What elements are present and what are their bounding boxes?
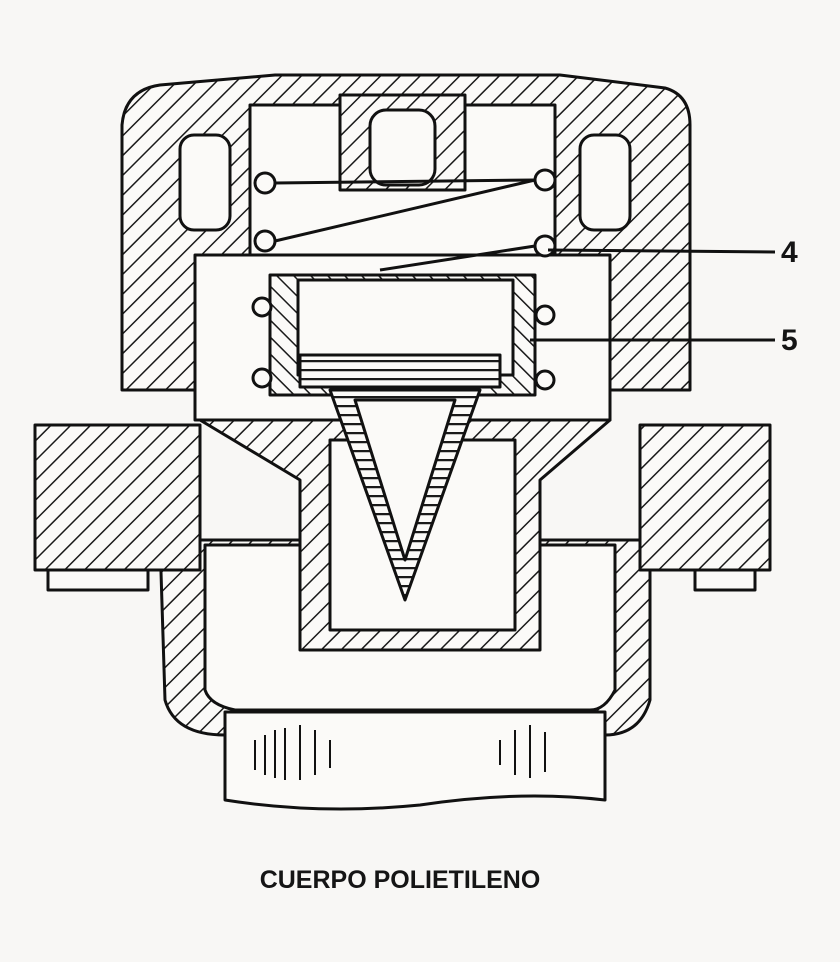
left-pin [178, 133, 232, 232]
cone-inner [353, 398, 457, 562]
right-nut [693, 568, 757, 592]
leader-line-4 [547, 248, 776, 254]
diagram-caption: CUERPO POLIETILENO [259, 866, 541, 894]
cylinder-shading [254, 725, 546, 780]
right-pin [578, 133, 632, 232]
center-boss-hole [368, 108, 437, 187]
right-flange [638, 423, 772, 572]
callout-5: 5 [781, 324, 798, 357]
callout-4: 4 [781, 236, 798, 269]
spring [251, 168, 557, 391]
bottom-cylinder [223, 710, 607, 811]
left-flange [33, 423, 202, 572]
piston-washer [298, 353, 502, 389]
left-nut [46, 568, 150, 592]
